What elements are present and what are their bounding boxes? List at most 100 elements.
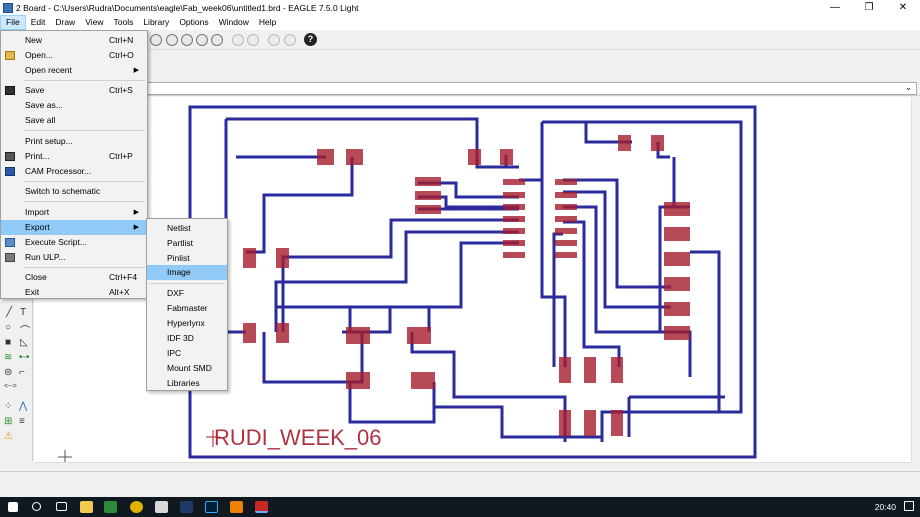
export-item-hyperlynx[interactable]: Hyperlynx xyxy=(167,318,205,328)
warning-icon[interactable]: ⚠ xyxy=(4,431,13,442)
photoshop-icon[interactable] xyxy=(205,501,218,513)
menu-tools[interactable]: Tools xyxy=(113,17,134,27)
photos-icon[interactable] xyxy=(155,501,168,513)
ratsnest-icon[interactable]: ⁘ xyxy=(4,401,13,412)
pad xyxy=(415,205,441,214)
pad xyxy=(346,149,363,165)
menu-item-exit[interactable]: Exit Alt+X xyxy=(25,287,130,297)
menu-library[interactable]: Library xyxy=(143,17,170,27)
search-icon[interactable] xyxy=(32,502,41,511)
export-item-partlist[interactable]: Partlist xyxy=(167,238,193,248)
menu-view[interactable]: View xyxy=(85,17,104,27)
export-item-pinlist[interactable]: Pinlist xyxy=(167,253,190,263)
pad xyxy=(555,204,577,210)
export-item-fabmaster[interactable]: Fabmaster xyxy=(167,303,208,313)
menu-item-new[interactable]: New Ctrl+N xyxy=(25,35,134,45)
menu-edit[interactable]: Edit xyxy=(30,17,46,27)
vertical-scrollbar[interactable] xyxy=(911,97,920,462)
menu-item-execute-script[interactable]: Execute Script... xyxy=(1,235,147,250)
origin-cross xyxy=(206,430,220,447)
export-item-ipc[interactable]: IPC xyxy=(167,348,182,358)
menu-item-print-setup[interactable]: Print setup... xyxy=(25,136,73,146)
wire-tool-icon[interactable]: ╱ xyxy=(6,307,13,318)
file-explorer-icon[interactable] xyxy=(80,501,93,513)
menu-item-cam-processor[interactable]: CAM Processor... xyxy=(1,164,147,179)
pad xyxy=(503,179,525,185)
export-item-mount-smd[interactable]: Mount SMD xyxy=(167,363,212,373)
menu-help[interactable]: Help xyxy=(258,17,277,27)
pad xyxy=(276,248,289,268)
chevron-down-icon[interactable]: ⌄ xyxy=(905,83,912,92)
menu-item-open-recent[interactable]: Open recent ▶ xyxy=(1,63,147,78)
menu-file[interactable]: File xyxy=(0,15,26,30)
export-item-idf-3d[interactable]: IDF 3D xyxy=(167,333,194,343)
pad xyxy=(611,410,623,436)
pad xyxy=(407,327,431,344)
menu-item-open[interactable]: Open... Ctrl+O xyxy=(1,48,147,63)
submenu-arrow-icon: ▶ xyxy=(133,224,139,231)
polygon-tool-icon[interactable]: ◺ xyxy=(20,337,28,348)
submenu-arrow-icon: ▶ xyxy=(133,209,139,216)
via-tool-icon[interactable]: •-• xyxy=(19,352,30,363)
menu-item-save-as[interactable]: Save as... xyxy=(25,100,63,110)
autorouter-icon[interactable]: ⋀ xyxy=(19,401,28,412)
pads xyxy=(243,135,690,436)
pad xyxy=(611,357,623,383)
eagle-taskbar-icon[interactable] xyxy=(255,501,268,513)
stop-icon[interactable] xyxy=(268,34,280,46)
erc-icon[interactable]: ≡ xyxy=(19,416,25,427)
pcb-layout: RUDI_WEEK_06 xyxy=(58,105,757,462)
export-item-netlist[interactable]: Netlist xyxy=(167,223,191,233)
undo-icon[interactable] xyxy=(232,34,244,46)
menu-item-switch-to-schematic[interactable]: Switch to schematic xyxy=(25,186,101,196)
minimize-button[interactable]: — xyxy=(830,2,840,13)
menu-item-save-all[interactable]: Save all xyxy=(25,115,56,125)
menu-draw[interactable]: Draw xyxy=(55,17,76,27)
vlc-icon[interactable] xyxy=(230,501,243,513)
horizontal-scrollbar[interactable] xyxy=(34,462,911,471)
zoom-out-icon[interactable] xyxy=(181,34,193,46)
go-icon[interactable] xyxy=(284,34,296,46)
zoom-in-icon[interactable] xyxy=(166,34,178,46)
zoom-area-icon[interactable] xyxy=(211,34,223,46)
chrome-icon[interactable] xyxy=(130,501,143,513)
notification-icon[interactable] xyxy=(904,501,914,511)
zoom-redraw-icon[interactable] xyxy=(196,34,208,46)
drc-icon[interactable]: ⊞ xyxy=(4,416,13,427)
board-label: RUDI_WEEK_06 xyxy=(214,425,382,450)
command-input[interactable]: ⌄ xyxy=(145,82,917,95)
menu-separator xyxy=(23,181,145,182)
export-item-libraries[interactable]: Libraries xyxy=(167,378,200,388)
maximize-button[interactable]: ❐ xyxy=(864,2,874,13)
pad xyxy=(503,240,525,246)
task-view-icon[interactable] xyxy=(56,502,67,511)
menu-item-run-ulp[interactable]: Run ULP... xyxy=(1,250,147,265)
pad xyxy=(651,135,664,151)
export-item-dxf[interactable]: DXF xyxy=(167,288,184,298)
circle-tool-icon[interactable]: ○ xyxy=(5,322,12,333)
help-icon[interactable]: ? xyxy=(304,33,317,46)
arc-tool-icon[interactable]: ⌒ xyxy=(20,326,30,337)
hole-tool-icon[interactable]: ⊜ xyxy=(4,367,13,378)
export-submenu: Netlist Partlist Pinlist Image DXF Fabma… xyxy=(146,218,228,391)
redo-icon[interactable] xyxy=(247,34,259,46)
menu-item-import[interactable]: Import ▶ xyxy=(1,205,147,220)
app-icon[interactable] xyxy=(180,501,193,513)
ripup-tool-icon[interactable]: ⌐ xyxy=(19,367,25,378)
rect-tool-icon[interactable]: ■ xyxy=(5,337,12,348)
menu-item-close[interactable]: Close Ctrl+F4 xyxy=(25,272,138,282)
export-item-image[interactable]: Image xyxy=(147,265,227,280)
pad xyxy=(503,252,525,258)
dimension-tool-icon[interactable]: <--> xyxy=(4,383,17,390)
menu-options[interactable]: Options xyxy=(179,17,209,27)
zoom-fit-icon[interactable] xyxy=(150,34,162,46)
menu-item-export[interactable]: Export ▶ xyxy=(1,220,147,235)
menu-window[interactable]: Window xyxy=(218,17,249,27)
windows-start-icon[interactable] xyxy=(8,502,18,512)
app-icon[interactable] xyxy=(104,501,117,513)
layers-icon[interactable]: ≋ xyxy=(4,352,13,363)
close-window-button[interactable]: ✕ xyxy=(898,2,908,13)
menu-item-save[interactable]: Save Ctrl+S xyxy=(1,83,147,98)
menu-item-print[interactable]: Print... Ctrl+P xyxy=(1,149,147,164)
text-tool-icon[interactable]: T xyxy=(20,307,27,318)
